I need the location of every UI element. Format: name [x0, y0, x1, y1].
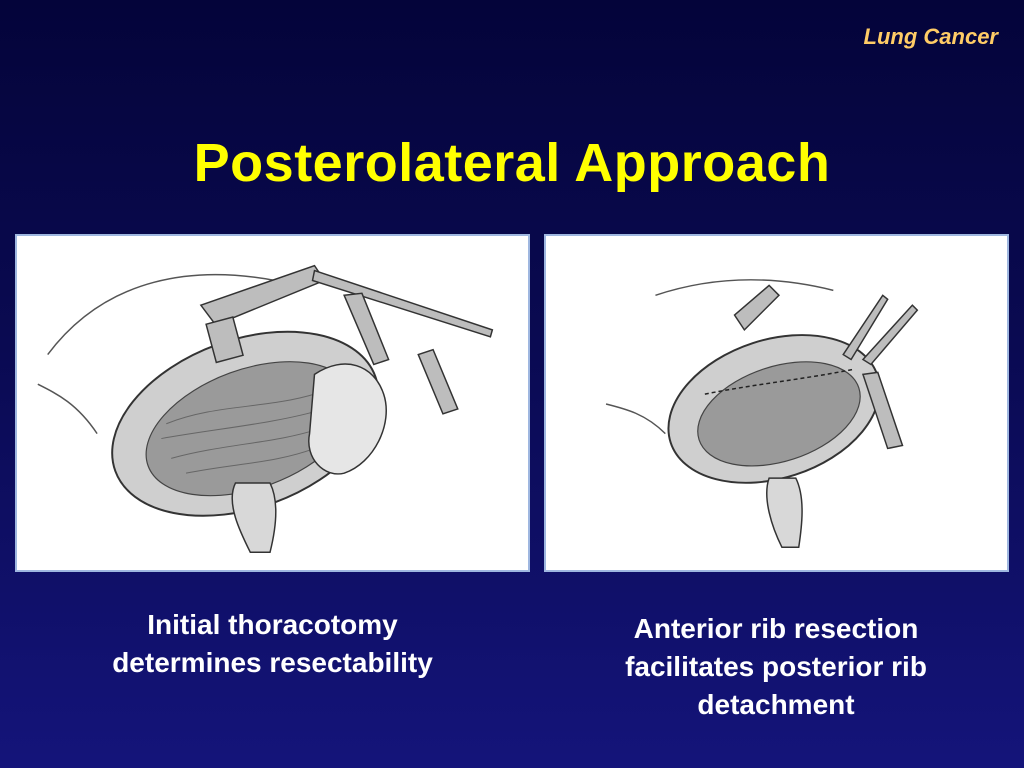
section-label: Lung Cancer — [863, 24, 998, 49]
caption-line: Initial thoracotomy — [147, 609, 398, 640]
arm-contour-line — [37, 383, 98, 435]
back-contour-line — [47, 273, 276, 356]
figure-caption-left: Initial thoracotomy determines resectabi… — [40, 606, 505, 682]
caption-line: facilitates posterior rib — [625, 651, 927, 682]
lung-texture — [161, 393, 325, 474]
slide-title: Posterolateral Approach — [193, 133, 831, 193]
surgeon-hand — [308, 363, 387, 475]
thoracotomy-illustration — [15, 234, 530, 572]
rib-resection-drawing — [605, 279, 919, 549]
retractor-handle — [231, 482, 277, 553]
thoracotomy-drawing — [37, 264, 494, 553]
rib-retractor — [199, 264, 494, 415]
retractor-handle — [766, 477, 803, 549]
caption-line: determines resectability — [112, 647, 433, 678]
caption-line: Anterior rib resection — [633, 613, 919, 644]
back-contour-line — [655, 279, 834, 296]
rib-instruments — [733, 284, 919, 450]
rib-resection-illustration — [544, 234, 1009, 572]
resection-line — [704, 368, 854, 395]
figure-caption-right: Anterior rib resection facilitates poste… — [545, 610, 1007, 724]
lung-surface — [697, 361, 861, 467]
arm-contour-line — [605, 403, 666, 435]
caption-line: detachment — [697, 689, 855, 720]
